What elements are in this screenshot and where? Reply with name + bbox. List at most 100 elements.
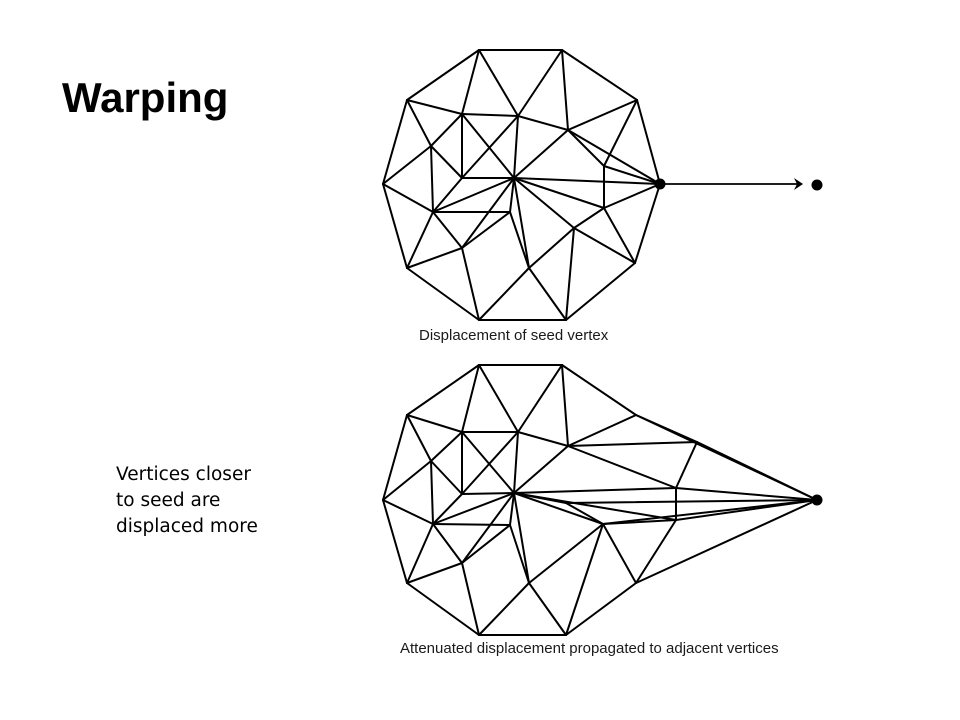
side-note-line: to seed are: [116, 490, 221, 511]
mesh-edge: [430, 145, 434, 213]
mesh-edge: [432, 523, 511, 526]
mesh-edge: [461, 492, 515, 495]
mesh-edge: [382, 99, 408, 185]
mesh-edge: [432, 523, 463, 564]
target-position-dot: [811, 179, 823, 191]
mesh-edge: [513, 492, 530, 584]
mesh-edge: [430, 113, 463, 147]
mesh-edge: [406, 99, 463, 115]
mesh-edge: [382, 460, 432, 501]
mesh-edge: [634, 183, 661, 264]
mesh-edge: [635, 499, 818, 584]
mesh-edge: [565, 499, 818, 504]
mesh-edge: [430, 460, 463, 495]
mesh-edge: [528, 523, 604, 584]
mesh-edge: [406, 562, 463, 584]
mesh-edge: [602, 523, 637, 584]
mesh-edge: [461, 562, 480, 636]
mesh-edge: [603, 207, 636, 264]
mesh-edge: [567, 414, 637, 447]
mesh-edge: [461, 115, 519, 179]
mesh-edge: [461, 49, 480, 115]
mesh-edge: [430, 145, 463, 179]
mesh-edge: [461, 113, 515, 179]
mesh-edge: [565, 523, 604, 636]
mesh-edge: [382, 145, 432, 185]
mesh-edge: [406, 267, 480, 321]
mesh-edge: [382, 183, 408, 269]
mesh-edge: [461, 524, 511, 564]
mesh-warped: [382, 364, 818, 636]
mesh-edge: [406, 414, 463, 433]
mesh-edge: [432, 177, 463, 213]
mesh-edge: [513, 129, 569, 179]
side-note-line: displaced more: [116, 516, 258, 537]
mesh-edge: [513, 492, 677, 521]
bottom-diagram-caption: Attenuated displacement propagated to ad…: [400, 640, 779, 657]
mesh-edge: [696, 441, 818, 501]
top-diagram-caption: Displacement of seed vertex: [419, 327, 609, 344]
mesh-edge: [573, 227, 636, 264]
seed-vertex-dot: [654, 178, 666, 190]
side-note: Vertices closer to seed are displaced mo…: [116, 462, 316, 540]
mesh-edge: [561, 49, 569, 131]
mesh-edge: [565, 502, 604, 525]
mesh-edge: [561, 49, 638, 101]
mesh-edge: [406, 99, 432, 147]
mesh-edge: [406, 211, 434, 269]
mesh-edge: [382, 414, 408, 501]
mesh-edge: [528, 227, 575, 269]
mesh-edge: [567, 129, 661, 185]
mesh-edge: [513, 177, 605, 209]
mesh-edge: [406, 582, 480, 636]
mesh-edge: [430, 460, 434, 525]
mesh-edge: [513, 487, 677, 494]
mesh-edge: [567, 129, 605, 167]
mesh-edge: [528, 267, 567, 321]
mesh-edge: [513, 177, 530, 269]
mesh-edge: [461, 431, 515, 494]
mesh-edge: [573, 207, 605, 229]
mesh-edge: [513, 177, 661, 185]
mesh-edge: [478, 49, 519, 117]
mesh-edge: [517, 431, 569, 447]
mesh-edge: [432, 211, 463, 249]
mesh-edge: [567, 99, 638, 131]
side-note-line: Vertices closer: [116, 464, 251, 485]
mesh-edge: [406, 364, 480, 416]
mesh-edge: [406, 49, 480, 101]
mesh-edge: [517, 364, 563, 433]
mesh-edge: [603, 99, 638, 167]
mesh-edge: [561, 364, 569, 447]
mesh-edge: [478, 364, 519, 433]
mesh-edge: [513, 177, 575, 229]
mesh-edge: [432, 493, 463, 525]
mesh-edge: [406, 523, 434, 584]
mesh-edge: [603, 183, 661, 209]
mesh-edge: [461, 211, 511, 249]
mesh-edge: [602, 499, 818, 525]
mesh-edge: [382, 499, 434, 525]
mesh-edge: [478, 582, 530, 636]
mesh-edge: [635, 414, 698, 443]
mesh-edge: [509, 524, 530, 584]
mesh-edge: [461, 364, 480, 433]
mesh-edge: [635, 519, 677, 584]
mesh-edge: [509, 211, 530, 269]
mesh-edge: [513, 445, 569, 494]
mesh-edge: [430, 431, 463, 462]
mesh-edge: [382, 499, 408, 584]
displacement-arrow: [660, 178, 803, 190]
mesh-edge: [603, 165, 661, 185]
mesh-edge: [432, 492, 515, 525]
mesh-edge: [565, 582, 637, 636]
mesh-edge: [565, 262, 636, 321]
mesh-edge: [382, 183, 434, 213]
mesh-edge: [509, 177, 515, 213]
mesh-edge: [675, 441, 698, 489]
mesh-edge: [567, 441, 698, 447]
mesh-edge: [517, 49, 563, 117]
mesh-edge: [565, 227, 575, 321]
mesh-edge: [461, 431, 519, 495]
